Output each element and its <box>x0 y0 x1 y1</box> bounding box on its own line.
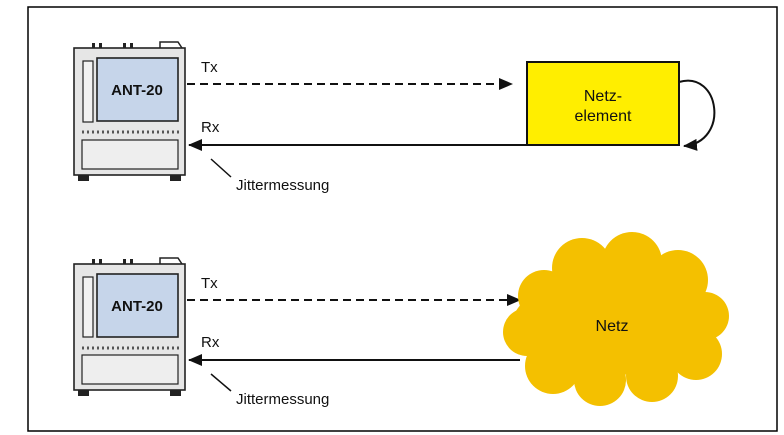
ant20-device-top <box>73 41 186 181</box>
rx-label-bottom: Rx <box>201 334 220 351</box>
device-label-top: ANT-20 <box>111 82 163 99</box>
network-element-label-line1: Netz- <box>584 88 622 105</box>
tx-label-top: Tx <box>201 59 218 76</box>
measurement-label-bottom: Jittermessung <box>236 391 329 408</box>
network-label: Netz <box>596 318 629 335</box>
device-label-bottom: ANT-20 <box>111 298 163 315</box>
loopback-arrow <box>678 79 716 151</box>
network-cloud <box>503 232 729 406</box>
measurement-pointer-top <box>210 158 232 178</box>
network-element-box <box>526 61 680 146</box>
measurement-pointer-bottom <box>210 373 232 392</box>
rx-label-top: Rx <box>201 119 220 136</box>
bottom-setup: ANT-20 Tx Rx Jittermessung Netz <box>73 232 729 408</box>
diagram-frame <box>27 6 778 432</box>
top-setup: ANT-20 Tx Rx Jittermessung Netz- element <box>73 41 716 194</box>
network-element-label-line2: element <box>575 108 632 125</box>
measurement-label-top: Jittermessung <box>236 177 329 194</box>
tx-label-bottom: Tx <box>201 275 218 292</box>
ant20-device-bottom <box>73 257 186 396</box>
